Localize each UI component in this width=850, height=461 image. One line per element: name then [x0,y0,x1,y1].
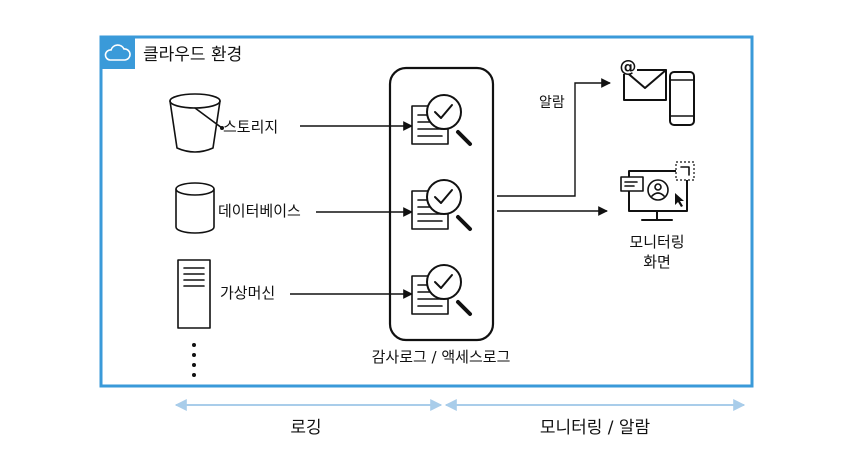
logging-phase-label: 로깅 [290,418,321,438]
monitoring-screen-label-line1: 모니터링 [629,233,684,251]
server-icon [177,259,211,329]
monitoring-screen-label-line2: 화면 [643,253,671,271]
monitor-dashboard-icon [620,161,695,221]
logs-label: 감사로그 / 액세스로그 [372,348,511,366]
database-icon [175,182,215,234]
virtual-machine-label: 가상머신 [220,284,275,302]
log-to-alarm-arrow [497,78,611,197]
email-icon: @ [619,56,667,101]
more-sources-ellipsis [192,343,196,377]
alarm-label: 알람 [539,95,565,111]
cloud-icon [101,37,135,69]
mobile-phone-icon [669,71,695,126]
log-container [388,66,495,342]
bucket-icon [169,93,224,153]
storage-label: 스토리지 [223,118,278,136]
monitoring-alarm-phase-label: 모니터링 / 알람 [540,418,651,438]
database-label: 데이터베이스 [218,202,301,220]
document-search-icon [410,93,472,146]
cloud-environment-title: 클라우드 환경 [143,45,242,65]
document-search-icon [410,263,472,316]
svg-text:@: @ [620,57,637,77]
cloud-environment-frame [99,35,754,388]
document-search-icon [410,178,472,231]
